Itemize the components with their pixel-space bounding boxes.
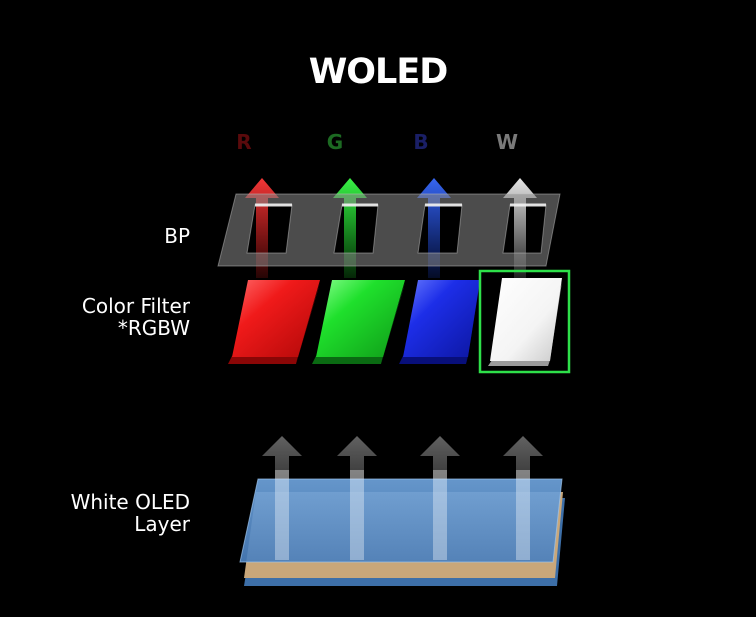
oled-label: White OLED Layer: [40, 491, 190, 535]
color-filter-label-line1: Color Filter: [81, 294, 190, 318]
diagram-title: WOLED: [308, 52, 449, 92]
subpixel-letter-r: R: [236, 130, 252, 154]
filtered-light-arrows: [245, 178, 537, 278]
color-filter-white: [488, 278, 562, 366]
color-filter-layer: [228, 278, 562, 366]
white-subpixel-highlight-box: [478, 269, 571, 374]
oled-arrow-overlay: [275, 470, 530, 560]
color-filter-green: [312, 280, 405, 364]
white-oled-layer: [239, 478, 565, 586]
color-filter-label: Color Filter *RGBW: [40, 295, 190, 339]
subpixel-letter-w: W: [495, 130, 519, 154]
oled-label-line2: Layer: [134, 512, 190, 536]
color-filter-blue: [399, 280, 480, 364]
oled-label-line1: White OLED: [70, 490, 190, 514]
subpixel-letter-g: G: [326, 130, 344, 154]
color-filter-label-line2: *RGBW: [117, 316, 190, 340]
bp-layer: [217, 193, 561, 267]
subpixel-letter-b: B: [413, 130, 429, 154]
bp-label: BP: [164, 224, 190, 248]
color-filter-red: [228, 280, 320, 364]
